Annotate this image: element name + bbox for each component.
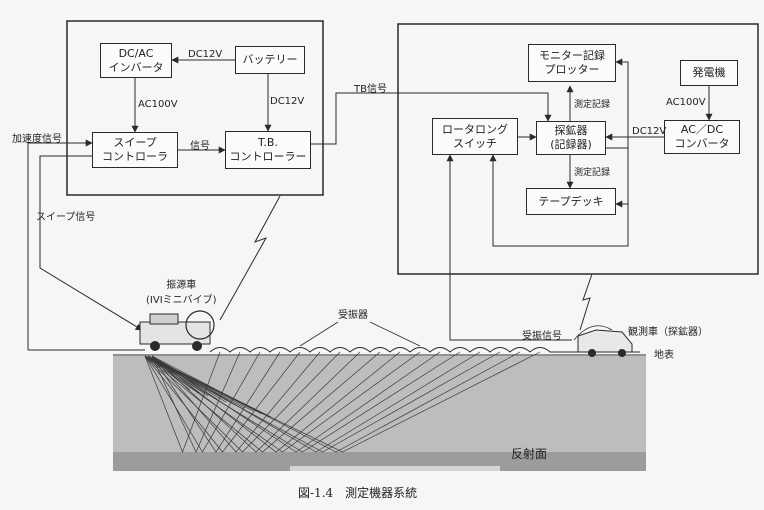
ray-path	[151, 351, 321, 453]
geophone-signal-label: 受振信号	[522, 331, 562, 342]
tb-controller-line2: コントローラー	[229, 150, 307, 163]
recording-unit-frame	[397, 23, 759, 275]
dc12v-right-label: DC12V	[632, 126, 667, 137]
geophone-signal-line	[446, 154, 572, 341]
seismic-ray-paths	[144, 351, 541, 453]
tb-signal-line	[310, 92, 552, 145]
vibrator-truck-line2: (IVIミニバイブ)	[146, 295, 217, 306]
dc12v-side-label: DC12V	[270, 96, 305, 107]
figure-caption: 図-1.4 測定機器系統	[298, 486, 418, 500]
acdc-converter-box: AC／DC コンバータ	[664, 120, 740, 154]
dcac-inverter-line2: インバータ	[108, 60, 164, 74]
geophone-pointer-1	[299, 321, 339, 347]
acdc-converter-line1: AC／DC	[680, 123, 724, 136]
loop-to-switch	[489, 154, 629, 247]
ray-fan-line	[147, 355, 200, 394]
vibrator-truck-label: 振源車 (IVIミニバイブ)	[146, 276, 217, 306]
dcac-inverter-line1: DC/AC	[118, 46, 154, 60]
recorder-line1: 探鉱器	[554, 124, 588, 137]
signal-label: 信号	[190, 141, 210, 152]
loop-to-plotter	[606, 58, 629, 149]
ground-surface-label: 地表	[654, 350, 674, 361]
measure-record-up-label: 測定記録	[574, 100, 611, 110]
dc12v-top-label: DC12V	[188, 49, 223, 60]
reflector-label: 反射面	[511, 447, 548, 461]
monitor-plotter-box: モニター記録 プロッター	[528, 44, 616, 82]
ac100v-right-label: AC100V	[666, 97, 706, 108]
vibrator-unit-frame	[66, 20, 324, 196]
ray-path	[144, 351, 461, 453]
generator-box: 発電機	[680, 60, 738, 86]
rotary-switch-box: ロータロング スイッチ	[432, 118, 518, 155]
ray-fan-line	[147, 355, 209, 397]
tape-deck-box: テープデッキ	[526, 188, 616, 215]
sweep-controller-box: スイープ コントローラ	[92, 132, 178, 168]
recorder-box: 探鉱器 (記録器)	[536, 121, 606, 155]
ray-path	[151, 351, 521, 453]
ray-fan-line	[147, 355, 272, 418]
battery-label: バッテリー	[242, 53, 298, 66]
ray-path	[151, 351, 241, 453]
generator-label: 発電機	[692, 66, 726, 79]
measure-record-down-label: 測定記録	[574, 168, 611, 178]
rotary-switch-line2: スイッチ	[453, 136, 497, 150]
ray-path	[151, 351, 281, 453]
ray-path	[151, 351, 361, 453]
battery-box: バッテリー	[235, 46, 305, 74]
reflector-layer	[113, 452, 646, 471]
monitor-plotter-line2: プロッター	[544, 63, 600, 76]
ray-path	[144, 351, 381, 453]
dcac-inverter-box: DC/AC インバータ	[100, 43, 172, 78]
vibrator-truck-icon	[139, 310, 215, 351]
monitor-plotter-line1: モニター記録	[539, 49, 605, 62]
ac100v-left-label: AC100V	[138, 99, 178, 110]
radio-link-left	[219, 195, 281, 321]
radio-link-right	[579, 273, 593, 331]
sweep-signal-label: スイープ信号	[36, 212, 96, 223]
reflector-highlight	[290, 466, 500, 471]
tb-controller-box: T.B. コントローラー	[225, 131, 311, 169]
recording-truck-icon	[573, 325, 633, 357]
loop-to-tape	[615, 148, 629, 208]
ray-path	[144, 351, 341, 453]
sweep-signal-line	[39, 155, 143, 331]
ray-path	[144, 351, 421, 453]
tape-deck-label: テープデッキ	[538, 194, 604, 208]
rotary-switch-line1: ロータロング	[442, 122, 508, 136]
ground-surface-line	[209, 347, 640, 353]
recorder-line2: (記録器)	[550, 138, 592, 151]
vibrator-truck-line1: 振源車	[166, 280, 197, 291]
geophones-label: 受振器	[338, 310, 368, 321]
sweep-controller-line2: コントローラ	[102, 150, 168, 163]
geophone-pointer-2	[369, 321, 421, 347]
ray-path	[144, 351, 301, 453]
sweep-controller-line1: スイープ	[113, 136, 157, 149]
recording-truck-label: 観測車（探鉱器）	[628, 327, 708, 338]
accel-signal-line	[27, 139, 93, 350]
tb-signal-label: TB信号	[354, 84, 387, 95]
ray-fan-line	[147, 355, 191, 391]
acdc-converter-line2: コンバータ	[674, 137, 730, 150]
ray-path	[151, 351, 401, 453]
accel-signal-label: 加速度信号	[12, 134, 62, 145]
tb-controller-line1: T.B.	[258, 136, 278, 149]
ray-path	[144, 351, 261, 453]
